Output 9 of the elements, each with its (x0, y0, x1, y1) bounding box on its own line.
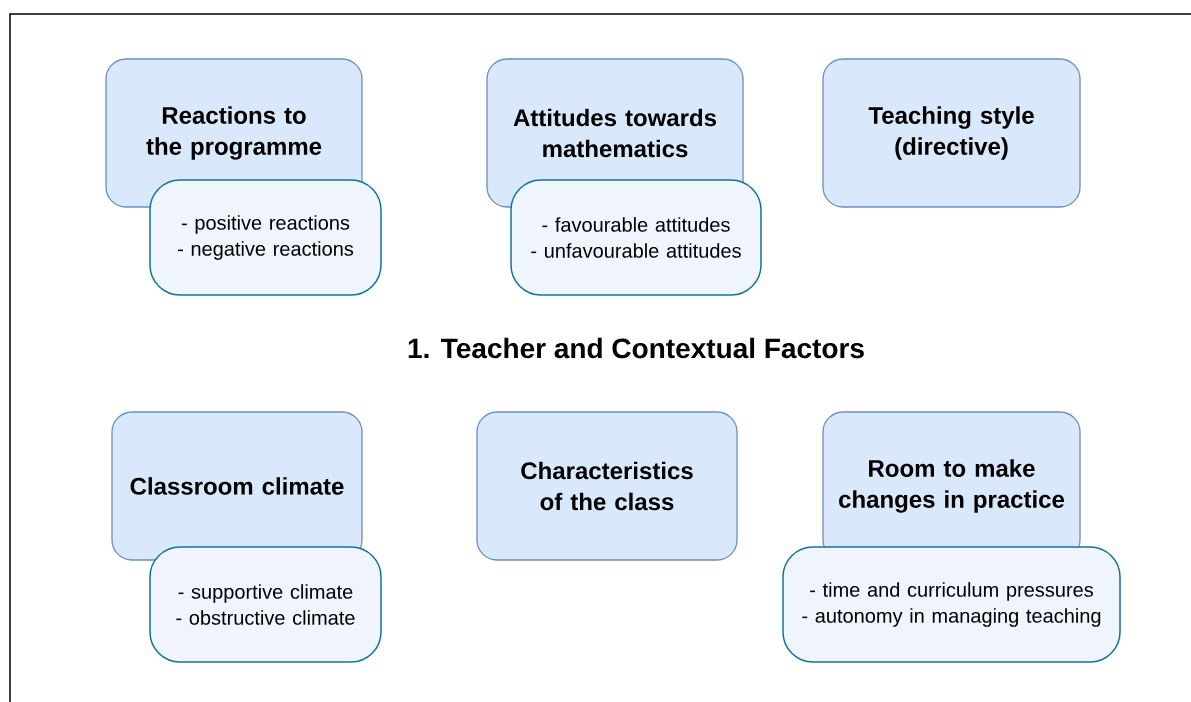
main-box: Characteristics of the class (476, 411, 738, 561)
main-box: Room to make changes in practice (822, 411, 1081, 561)
main-box: Teaching style (directive) (822, 58, 1081, 208)
sub-box: - time and curriculum pressures - autonomy in managing teaching (782, 546, 1121, 663)
title: 1. Teacher and Contextual Factors (408, 337, 864, 359)
sub-box: - favourable attitudes - unfavourable attitudes (510, 179, 762, 296)
sub-box: - positive reactions - negative reactions (149, 179, 382, 296)
main-box: Classroom climate (111, 411, 363, 561)
sub-box: - supportive climate - obstructive climate (149, 546, 382, 663)
